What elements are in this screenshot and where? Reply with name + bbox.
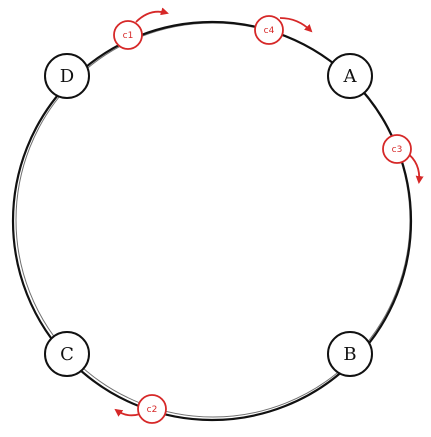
node-a-label: A [343,66,358,87]
client-c3: c3 [382,134,424,184]
client-c4-label: c4 [264,26,275,36]
client-c1-label: c1 [123,31,134,41]
client-c2-label: c2 [147,405,158,415]
hash-ring [11,20,413,422]
client-c1: c1 [113,7,169,50]
client-c4: c4 [254,15,313,45]
node-b-label: B [343,344,356,365]
c4-arrow [279,17,313,33]
node-b: B [327,331,373,377]
node-d: D [44,53,90,99]
node-a: A [327,53,373,99]
c2-arrow [114,408,141,417]
node-d-label: D [60,66,74,87]
c1-arrow [135,7,169,23]
client-c2: c2 [114,394,167,424]
client-c3-label: c3 [392,145,403,155]
node-c-label: C [60,344,74,365]
node-c: C [44,331,90,377]
